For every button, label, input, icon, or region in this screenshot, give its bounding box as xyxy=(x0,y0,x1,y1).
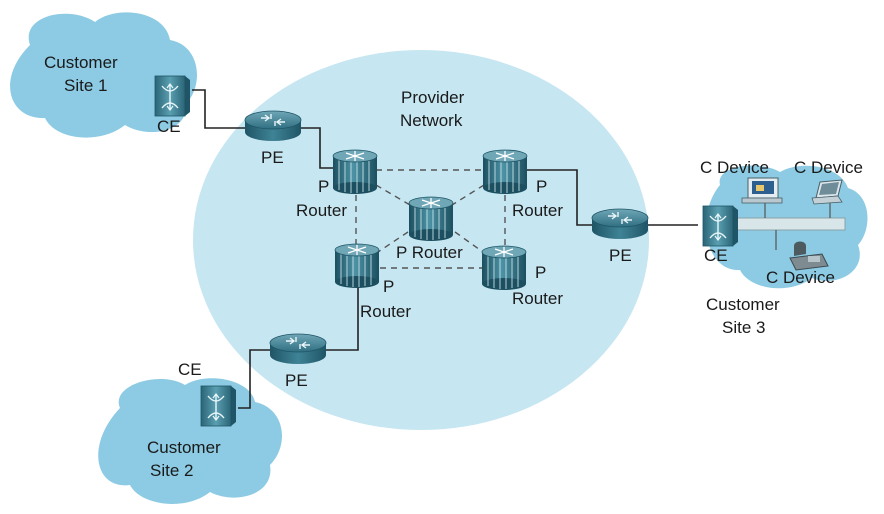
phone-icon xyxy=(789,241,829,271)
pe-router-icon xyxy=(591,208,649,240)
access-links xyxy=(192,89,698,409)
prouter3-label: P Router xyxy=(396,243,463,262)
p-router-icon xyxy=(482,149,528,195)
pe-router-icon xyxy=(269,333,327,365)
pe-router-icon xyxy=(244,110,302,142)
provider-network-label-line1: Provider xyxy=(401,88,465,107)
site3-label-line1: Customer xyxy=(706,295,780,314)
pe2-label: PE xyxy=(285,371,308,390)
link-pe1-prouter1 xyxy=(300,127,333,169)
ce3-label: CE xyxy=(704,246,728,265)
prouter1-p-label: P xyxy=(318,177,329,196)
c-device-1-label: C Device xyxy=(700,158,769,177)
ce-switch-icon xyxy=(154,75,191,117)
labels: Provider Network Customer Site 1 Custome… xyxy=(44,53,863,480)
link-ce1-pe1 xyxy=(192,89,245,129)
core-links xyxy=(355,169,506,269)
prouter4-router-label: Router xyxy=(360,302,411,321)
p-router-icon xyxy=(408,196,454,242)
c-device-3-label: C Device xyxy=(766,268,835,287)
ce-switch-icon xyxy=(200,385,237,427)
site2-label-line2: Site 2 xyxy=(150,461,193,480)
link-pe2-ce2 xyxy=(238,349,272,409)
site1-label-line1: Customer xyxy=(44,53,118,72)
ce1-label: CE xyxy=(157,117,181,136)
provider-network-label-line2: Network xyxy=(400,111,463,130)
pc-icon xyxy=(741,177,783,204)
p-router-icon xyxy=(334,243,380,289)
link-prouter4-pe2 xyxy=(325,285,359,351)
pe1-label: PE xyxy=(261,148,284,167)
customer-site-1-cloud xyxy=(10,12,198,138)
ce-switch-icon xyxy=(702,205,739,247)
site3-label-line2: Site 3 xyxy=(722,318,765,337)
prouter2-router-label: Router xyxy=(512,201,563,220)
prouter2-p-label: P xyxy=(536,177,547,196)
p-router-icon xyxy=(332,149,378,195)
link-prouter2-pe3 xyxy=(527,169,592,226)
prouter5-router-label: Router xyxy=(512,289,563,308)
ce2-label: CE xyxy=(178,360,202,379)
link-p3-p5 xyxy=(454,231,484,253)
site1-label-line2: Site 1 xyxy=(64,76,107,95)
c-device-2-label: C Device xyxy=(794,158,863,177)
p-router-icon xyxy=(481,245,527,291)
laptop-icon xyxy=(811,179,843,205)
prouter5-p-label: P xyxy=(535,263,546,282)
site2-label-line1: Customer xyxy=(147,438,221,457)
customer-site-2-cloud xyxy=(98,378,282,504)
pe3-label: PE xyxy=(609,246,632,265)
prouter4-p-label: P xyxy=(383,277,394,296)
prouter1-router-label: Router xyxy=(296,201,347,220)
